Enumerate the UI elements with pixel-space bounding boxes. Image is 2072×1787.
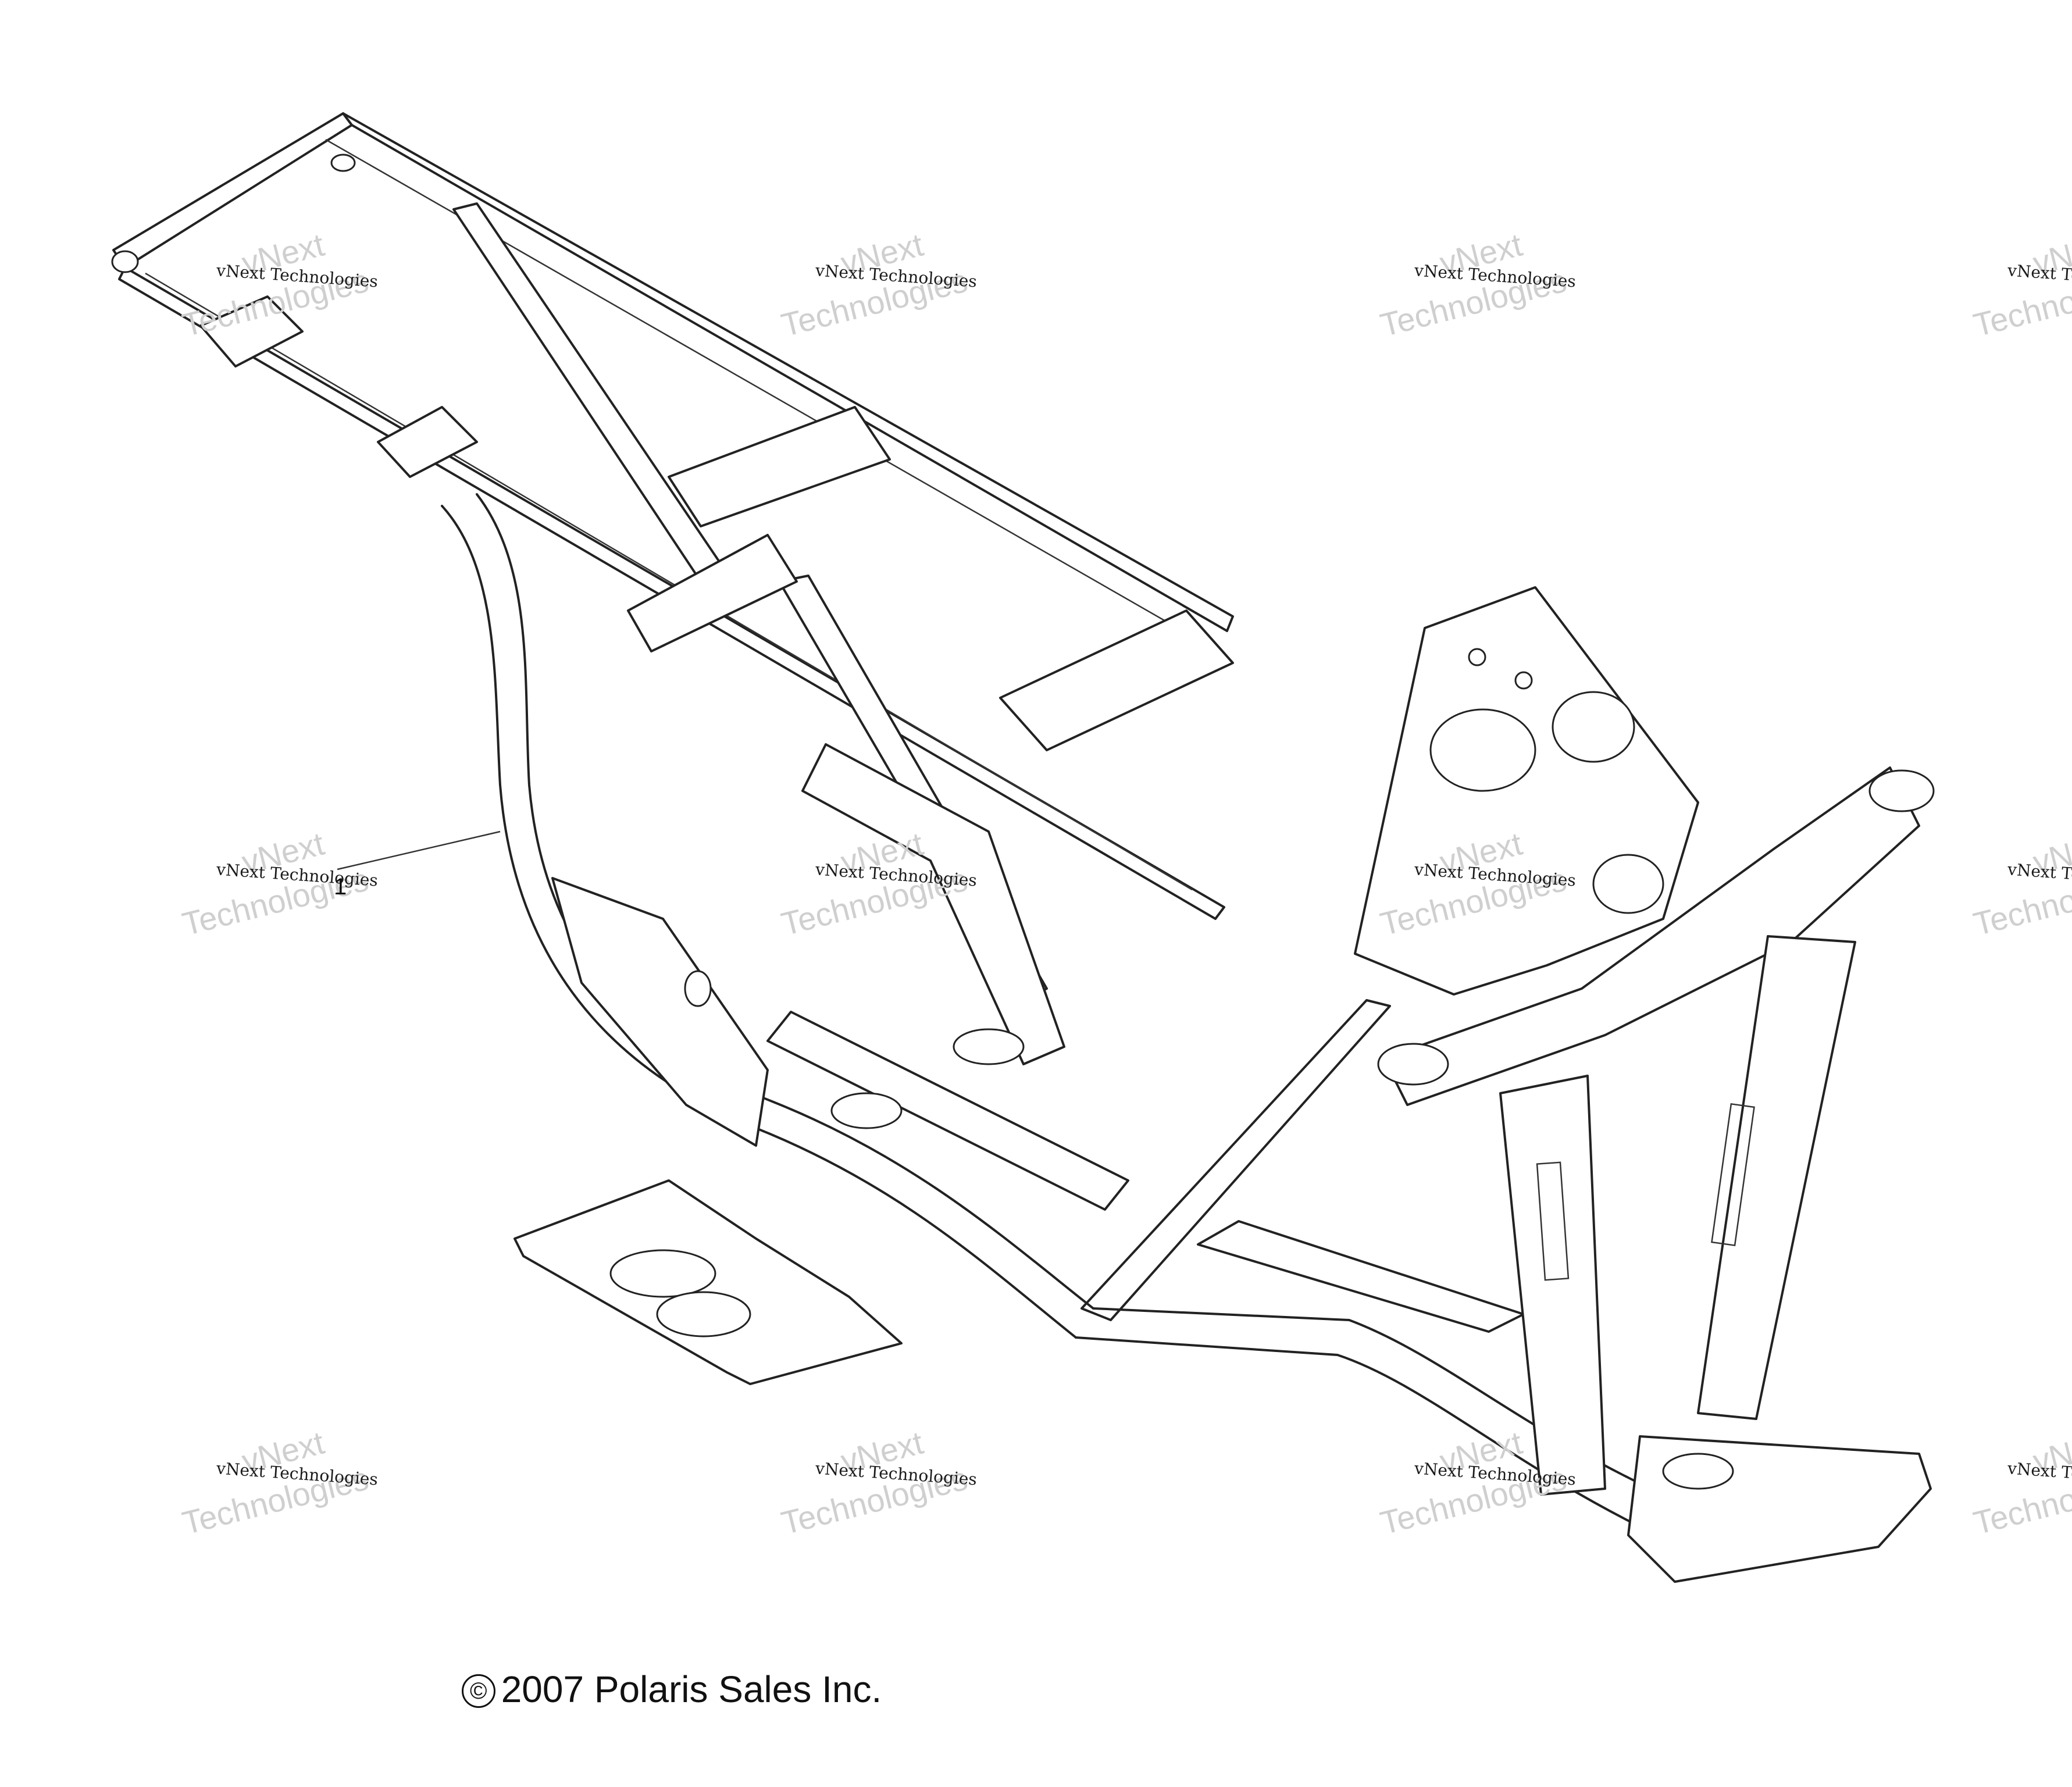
skid-plate-assembly <box>513 1011 1525 1385</box>
front-crossmember <box>1377 766 1935 1106</box>
front-struts <box>1499 935 1856 1496</box>
front-mount-plate <box>1354 586 1699 996</box>
left-main-tube <box>337 493 1094 1339</box>
copyright-text: 2007 Polaris Sales Inc. <box>501 1668 882 1710</box>
callout-label: 1 <box>334 874 347 900</box>
lower-right-rail <box>1075 1307 1932 1583</box>
copyright-symbol: © <box>461 1674 495 1708</box>
cross-brace-assembly <box>452 202 1391 1321</box>
copyright-notice: ©2007 Polaris Sales Inc. <box>0 1668 1343 1711</box>
